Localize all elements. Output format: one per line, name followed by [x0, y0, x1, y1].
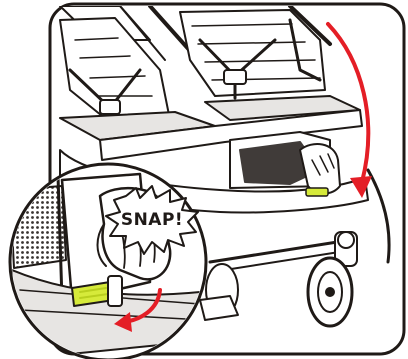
rear-wheel-bracket	[200, 296, 238, 320]
left-harness-buckle	[100, 100, 120, 114]
latch-housing	[108, 276, 122, 306]
front-wheel-axle	[326, 288, 334, 296]
front-wheel-hub-top	[338, 232, 354, 248]
snap-callout-text: SNAP!	[121, 210, 183, 230]
right-harness-buckle	[224, 70, 246, 84]
latch-right-small	[306, 188, 328, 196]
